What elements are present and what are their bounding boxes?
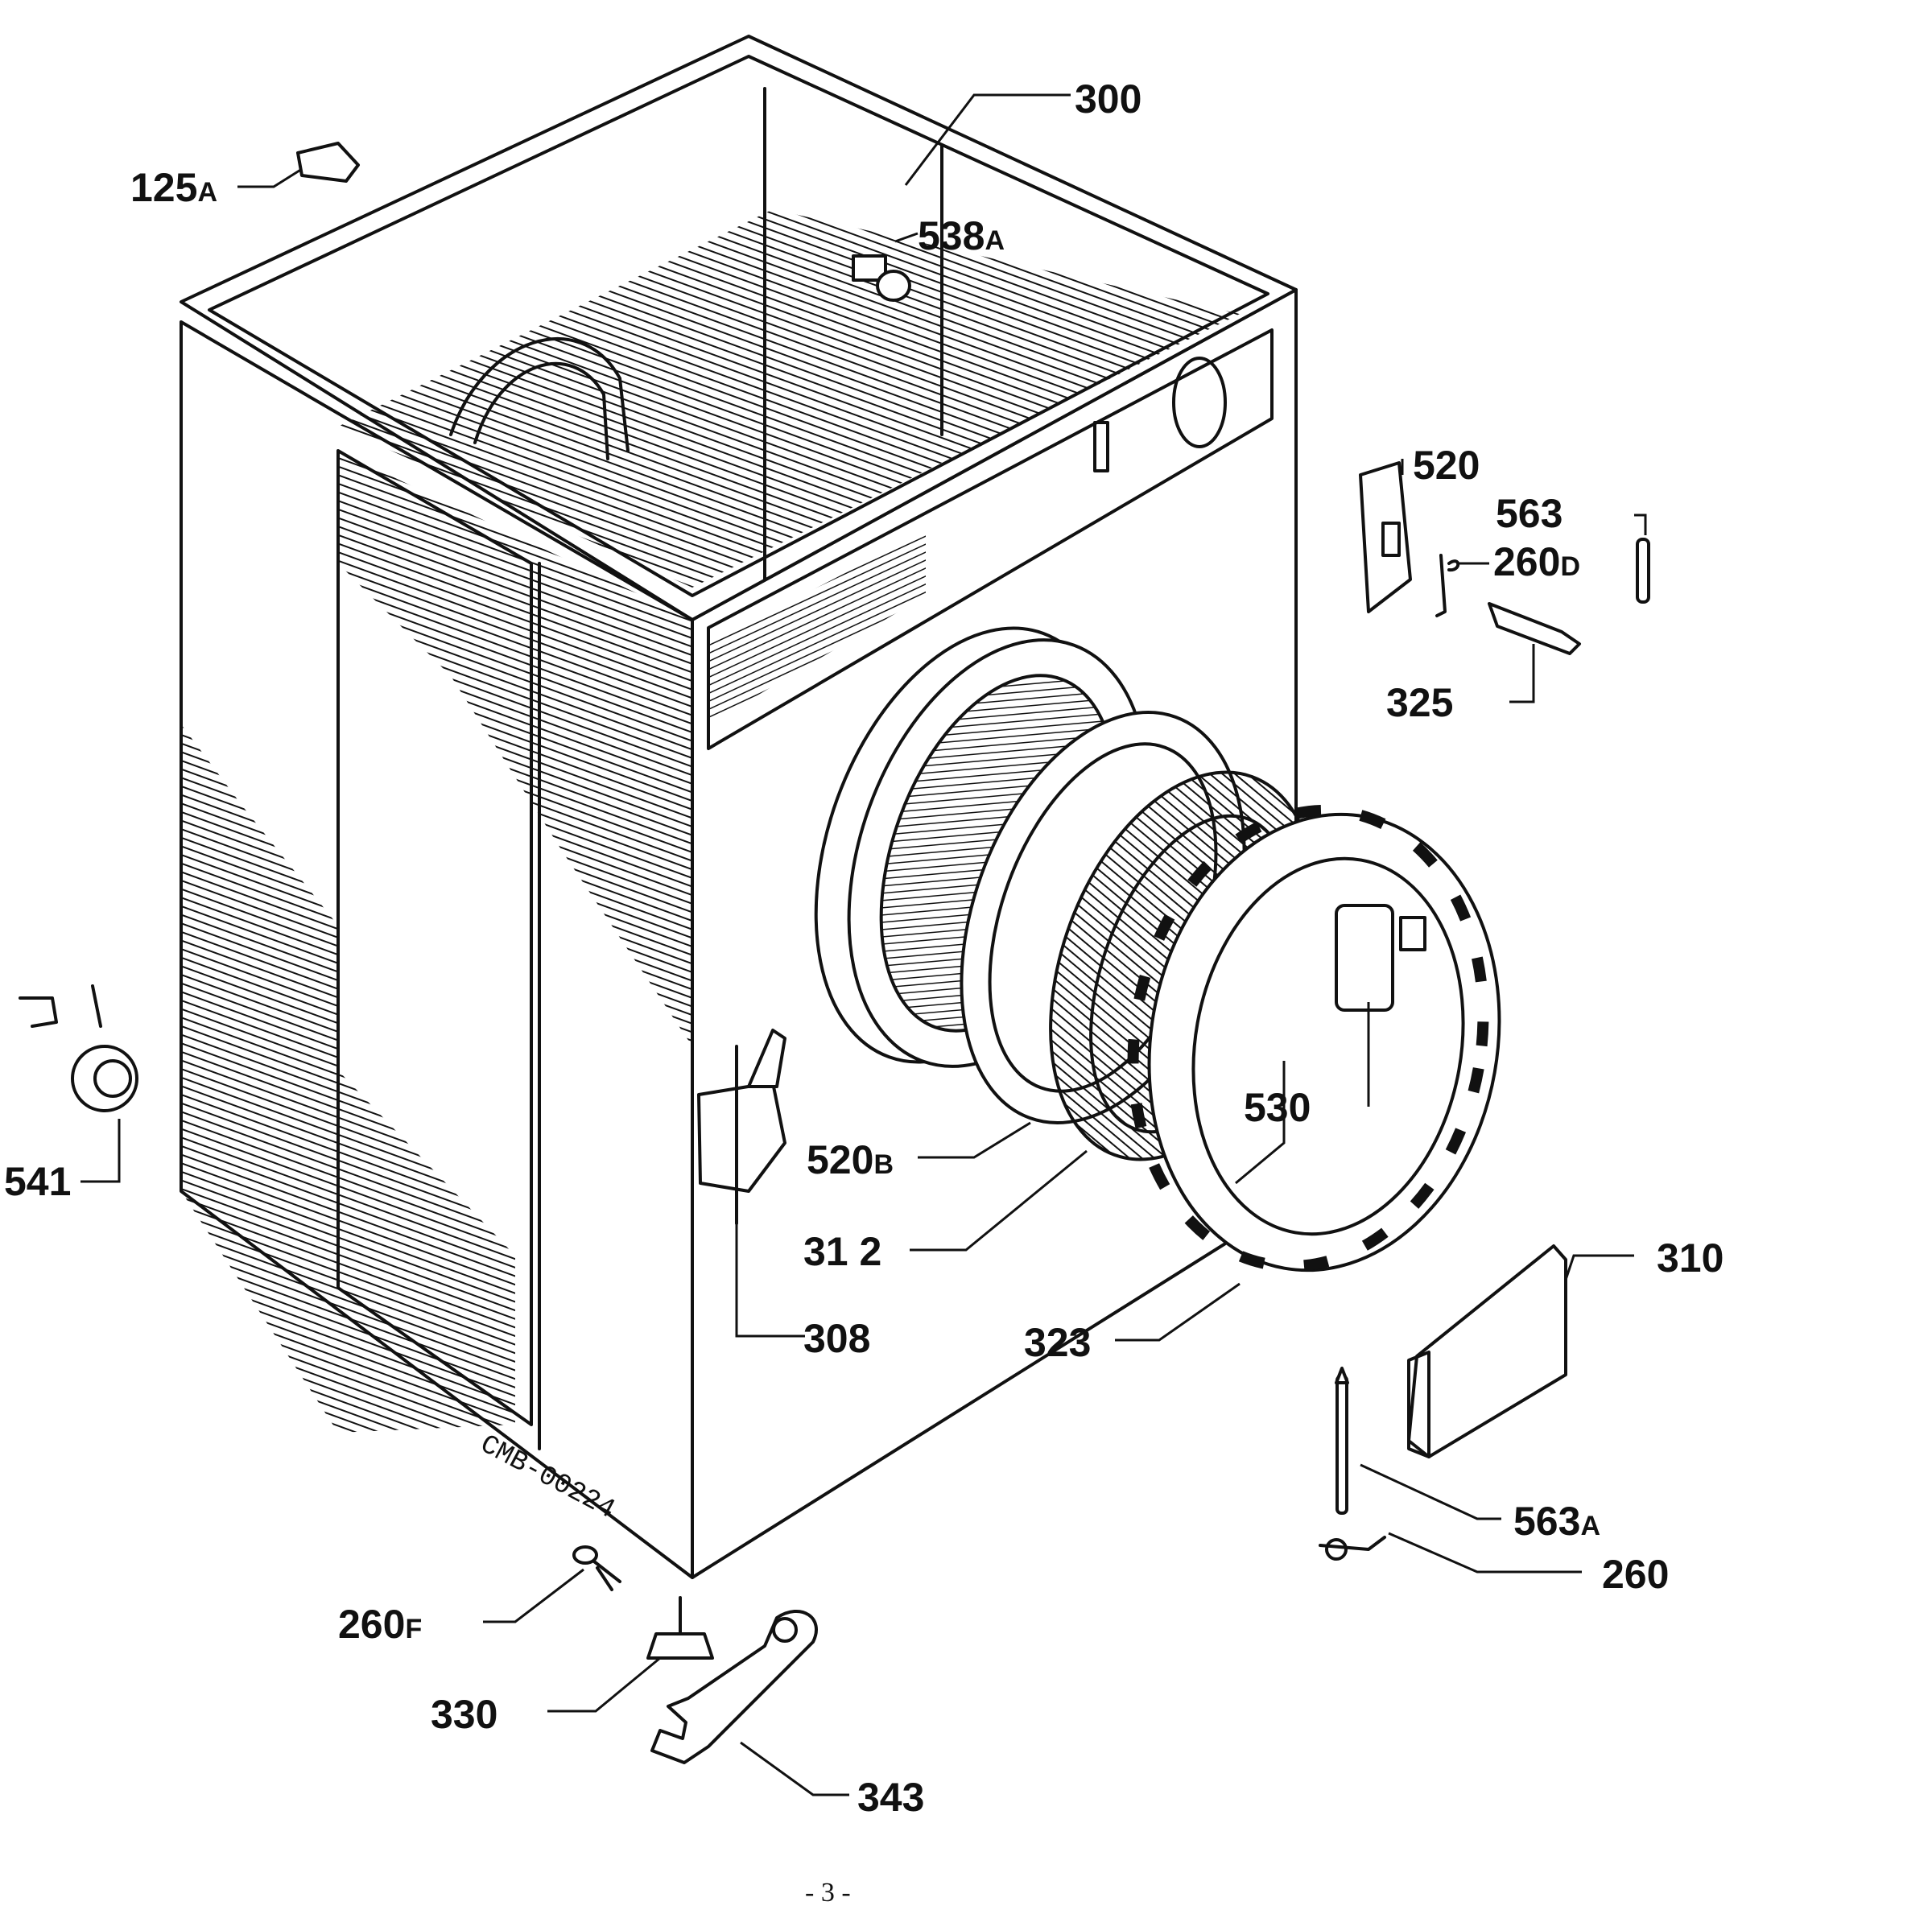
part-310-drawing: [1407, 1244, 1567, 1458]
part-label-312: 31 2: [803, 1229, 881, 1274]
part-325-drawing: [1488, 602, 1581, 655]
part-labels: 300 125A 538A 520 563 260D 325 541 530 5…: [4, 76, 1724, 1820]
part-label-530: 530: [1244, 1085, 1311, 1130]
hinge-308-drawing: [697, 1029, 786, 1225]
part-260-drawing: [1319, 1536, 1386, 1561]
part-label-541: 541: [4, 1159, 71, 1204]
part-520-drawing: [1359, 461, 1412, 613]
part-label-343: 343: [857, 1775, 924, 1820]
part-label-260d: 260D: [1493, 539, 1580, 584]
part-538a-drawing: [852, 254, 911, 302]
page-number: - 3 -: [805, 1878, 851, 1908]
part-label-563a: 563A: [1513, 1499, 1600, 1544]
part-label-300: 300: [1075, 76, 1141, 122]
part-label-325: 325: [1386, 680, 1453, 725]
part-label-310: 310: [1657, 1235, 1724, 1281]
part-label-563: 563: [1496, 491, 1563, 536]
part-label-538a: 538A: [918, 213, 1005, 258]
part-260f-drawing: [572, 1545, 621, 1591]
part-label-520b: 520B: [807, 1137, 894, 1182]
part-label-323: 323: [1024, 1320, 1091, 1365]
part-125a-drawing: [296, 142, 360, 183]
part-541-drawing: [19, 984, 138, 1112]
part-label-260f: 260F: [338, 1602, 422, 1647]
part-label-260: 260: [1602, 1552, 1669, 1597]
part-343-drawing: [650, 1609, 818, 1764]
part-260d-drawing: [1435, 554, 1460, 617]
part-330-drawing: [646, 1596, 714, 1660]
part-label-308: 308: [803, 1316, 870, 1361]
part-label-125a: 125A: [130, 165, 217, 210]
part-label-330: 330: [431, 1692, 497, 1737]
door-assembly-drawing: [847, 638, 1501, 1272]
part-563-drawing: [1636, 538, 1650, 604]
part-563a-drawing: [1335, 1367, 1349, 1515]
leader-lines: [80, 93, 1647, 1796]
part-label-520: 520: [1413, 443, 1480, 488]
